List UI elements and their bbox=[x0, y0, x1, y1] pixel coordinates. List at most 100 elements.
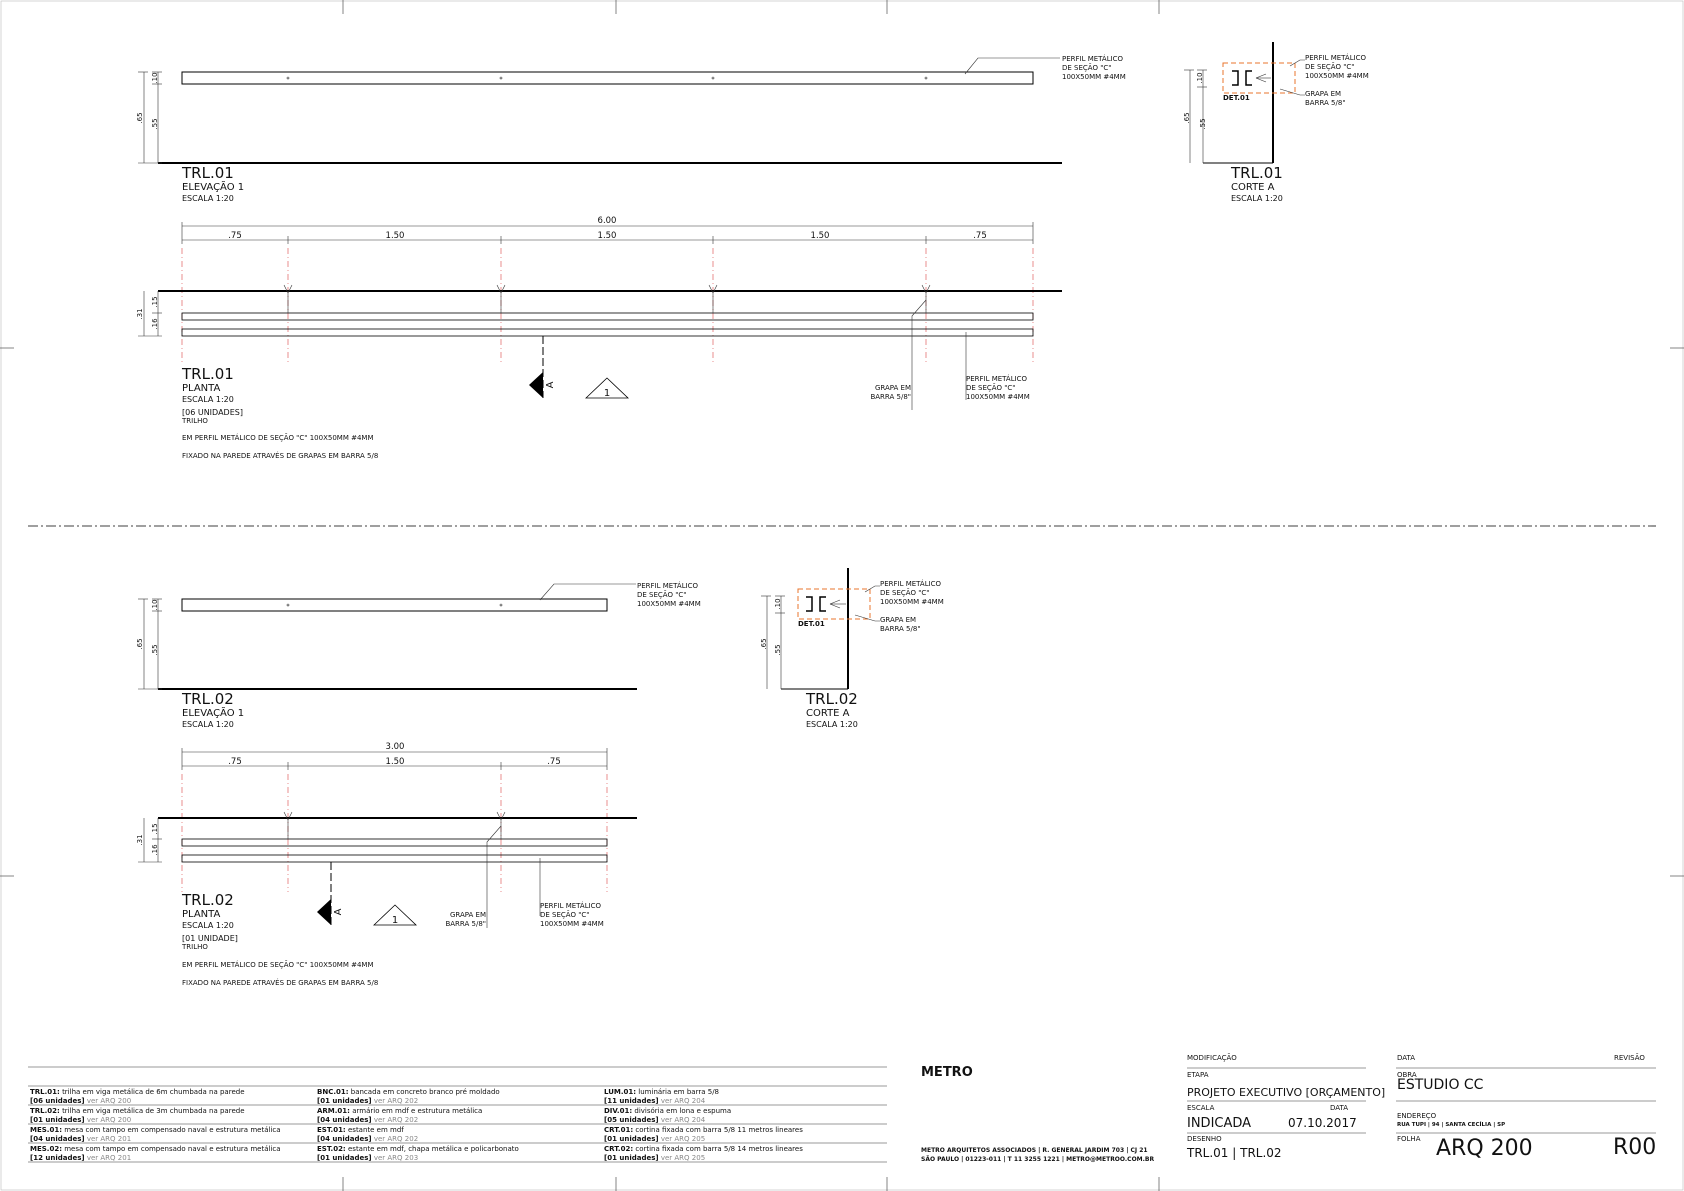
svg-text:BNC.01: bancada em concreto br: BNC.01: bancada em concreto branco pré m… bbox=[317, 1088, 500, 1096]
trl02-elevation-profile bbox=[181, 598, 608, 612]
legend-ref: ver ARQ 200 bbox=[87, 1116, 131, 1124]
drawing-scale: ESCALA 1:20 bbox=[182, 921, 234, 930]
dim-16: .16 bbox=[151, 844, 159, 856]
plan-note: EM PERFIL METÁLICO DE SEÇÃO "C" 100X50MM… bbox=[182, 960, 374, 969]
revisao-value: R00 bbox=[1613, 1135, 1656, 1160]
callout-line: DE SEÇÃO "C" bbox=[966, 383, 1016, 392]
drawing-scale: ESCALA 1:20 bbox=[806, 720, 858, 729]
legend-col-3: LUM.01: luminária em barra 5/8 [11 unida… bbox=[604, 1088, 803, 1162]
trl01-plan-profile-top bbox=[181, 312, 1034, 321]
callout-line: 100X50MM #4MM bbox=[540, 920, 604, 928]
trl02-plan: 3.00 .75 1.50 .75 .15 .16 .31 A 1 GRAPA … bbox=[136, 742, 637, 987]
callout-line: PERFIL METÁLICO bbox=[966, 374, 1028, 383]
drawing-subtitle: ELEVAÇÃO 1 bbox=[182, 706, 244, 719]
legend-desc: trilha em viga metálica de 3m chumbada n… bbox=[62, 1107, 244, 1115]
legend-ref: ver ARQ 205 bbox=[661, 1154, 705, 1162]
legend-col-1: TRL.01: trilha em viga metálica de 6m ch… bbox=[30, 1088, 281, 1162]
legend-desc: trilha em viga metálica de 6m chumbada n… bbox=[62, 1088, 244, 1096]
dim-total: 3.00 bbox=[386, 742, 405, 752]
callout-line: DE SEÇÃO "C" bbox=[1305, 62, 1355, 71]
drawing-scale: ESCALA 1:20 bbox=[182, 194, 234, 203]
callout-line: GRAPA EM bbox=[875, 384, 911, 392]
legend-col-2: BNC.01: bancada em concreto branco pré m… bbox=[317, 1088, 519, 1162]
section-arrow-icon bbox=[529, 372, 543, 398]
dim-segment: 1.50 bbox=[598, 231, 617, 241]
legend-units: [04 unidades] bbox=[317, 1116, 372, 1124]
legend-ref: ver ARQ 203 bbox=[374, 1154, 418, 1162]
endereco-value: RUA TUPI | 94 | SANTA CECÍLIA | SP bbox=[1397, 1120, 1505, 1128]
units-label: [06 UNIDADES] bbox=[182, 408, 243, 417]
trl01-plan-profile-bottom bbox=[181, 328, 1034, 337]
dim-segment: 1.50 bbox=[386, 757, 405, 767]
callout-line: 100X50MM #4MM bbox=[637, 600, 701, 608]
dim-segment: .75 bbox=[228, 231, 242, 241]
drawing-subtitle: PLANTA bbox=[182, 383, 220, 394]
legend-code: MES.01: bbox=[30, 1126, 62, 1134]
legend-code: CRT.01: bbox=[604, 1126, 633, 1134]
dim-55: .55 bbox=[1199, 118, 1207, 129]
detail-box bbox=[1222, 62, 1296, 94]
legend-code: BNC.01: bbox=[317, 1088, 349, 1096]
dim-segment: .75 bbox=[973, 231, 987, 241]
reference-number: 1 bbox=[392, 915, 398, 926]
legend-units: [04 unidades] bbox=[30, 1135, 85, 1143]
svg-text:CRT.02: cortina fixada com bar: CRT.02: cortina fixada com barra 5/8 14 … bbox=[604, 1145, 803, 1153]
dim-55: .55 bbox=[774, 644, 782, 655]
dim-segment: .75 bbox=[228, 757, 242, 767]
obra-value: ESTUDIO CC bbox=[1397, 1077, 1484, 1093]
legend-ref: ver ARQ 201 bbox=[87, 1135, 131, 1143]
drawing-scale: ESCALA 1:20 bbox=[1231, 194, 1283, 203]
dim-total: 6.00 bbox=[598, 216, 617, 226]
legend-units: [11 unidades] bbox=[604, 1097, 659, 1105]
svg-text:ARM.01: armário em mdf e estru: ARM.01: armário em mdf e estrutura metál… bbox=[317, 1107, 482, 1115]
legend-desc: luminária em barra 5/8 bbox=[638, 1088, 719, 1096]
obra-label: OBRA bbox=[1397, 1071, 1417, 1079]
reference-triangle-icon bbox=[585, 377, 629, 399]
legend-ref: ver ARQ 202 bbox=[374, 1135, 418, 1143]
section-mark: A bbox=[545, 381, 556, 388]
svg-text:[04 unidades] ver ARQ 202: [04 unidades] ver ARQ 202 bbox=[317, 1116, 418, 1124]
callout-line: BARRA 5/8" bbox=[1305, 99, 1346, 107]
svg-text:[01 unidades] ver ARQ 202: [01 unidades] ver ARQ 202 bbox=[317, 1097, 418, 1105]
legend-code: EST.02: bbox=[317, 1145, 346, 1153]
drawing-title: TRL.02 bbox=[181, 891, 234, 909]
trl02-elevation: .10 .55 .65 PERFIL METÁLICO DE SEÇÃO "C"… bbox=[136, 581, 701, 729]
dim-segment: 1.50 bbox=[386, 231, 405, 241]
svg-text:[01 unidades] ver ARQ 205: [01 unidades] ver ARQ 205 bbox=[604, 1135, 705, 1143]
svg-text:[11 unidades] ver ARQ 204: [11 unidades] ver ARQ 204 bbox=[604, 1097, 706, 1105]
dim-10: .10 bbox=[1196, 72, 1204, 83]
office-logo: METRO bbox=[921, 1065, 973, 1080]
svg-text:[01 unidades] ver ARQ 200: [01 unidades] ver ARQ 200 bbox=[30, 1116, 131, 1124]
legend-desc: armário em mdf e estrutura metálica bbox=[352, 1107, 482, 1115]
modificacao-label: MODIFICAÇÃO bbox=[1187, 1053, 1237, 1062]
etapa-value: PROJETO EXECUTIVO [ORÇAMENTO] bbox=[1187, 1086, 1385, 1099]
legend-ref: ver ARQ 205 bbox=[661, 1135, 705, 1143]
svg-text:CRT.01: cortina fixada com bar: CRT.01: cortina fixada com barra 5/8 11 … bbox=[604, 1126, 803, 1134]
dim-31: .31 bbox=[136, 834, 144, 845]
svg-text:EST.02: estante em mdf, chapa: EST.02: estante em mdf, chapa metálica e… bbox=[317, 1145, 519, 1153]
legend-units: [06 unidades] bbox=[30, 1097, 85, 1105]
svg-text:[01 unidades] ver ARQ 205: [01 unidades] ver ARQ 205 bbox=[604, 1154, 705, 1162]
dim-10: .10 bbox=[151, 599, 159, 610]
folha-label: FOLHA bbox=[1397, 1135, 1421, 1143]
kind-label: TRILHO bbox=[181, 943, 208, 951]
callout-line: BARRA 5/8" bbox=[870, 393, 911, 401]
legend-desc: mesa com tampo em compensado naval e est… bbox=[64, 1145, 280, 1153]
plan-note: FIXADO NA PAREDE ATRAVÉS DE GRAPAS EM BA… bbox=[182, 451, 378, 460]
svg-text:[04 unidades] ver ARQ 201: [04 unidades] ver ARQ 201 bbox=[30, 1135, 131, 1143]
drawing-title: TRL.01 bbox=[1230, 164, 1283, 182]
trl01-plan: 6.00 .75 1.50 1.50 1.50 .75 .15 .16 .31 … bbox=[136, 216, 1062, 460]
legend-desc: cortina fixada com barra 5/8 14 metros l… bbox=[635, 1145, 803, 1153]
dim-31: .31 bbox=[136, 308, 144, 319]
drawing-scale: ESCALA 1:20 bbox=[182, 720, 234, 729]
endereco-label: ENDEREÇO bbox=[1397, 1112, 1437, 1120]
legend-code: LUM.01: bbox=[604, 1088, 636, 1096]
callout-line: DE SEÇÃO "C" bbox=[1062, 63, 1112, 72]
callout-line: 100X50MM #4MM bbox=[880, 598, 944, 606]
callout-line: GRAPA EM bbox=[1305, 90, 1341, 98]
legend-ref: ver ARQ 202 bbox=[374, 1097, 418, 1105]
legend-code: TRL.02: bbox=[30, 1107, 60, 1115]
dim-65: .65 bbox=[136, 112, 144, 123]
svg-text:[12 unidades] ver ARQ 201: [12 unidades] ver ARQ 201 bbox=[30, 1154, 131, 1162]
